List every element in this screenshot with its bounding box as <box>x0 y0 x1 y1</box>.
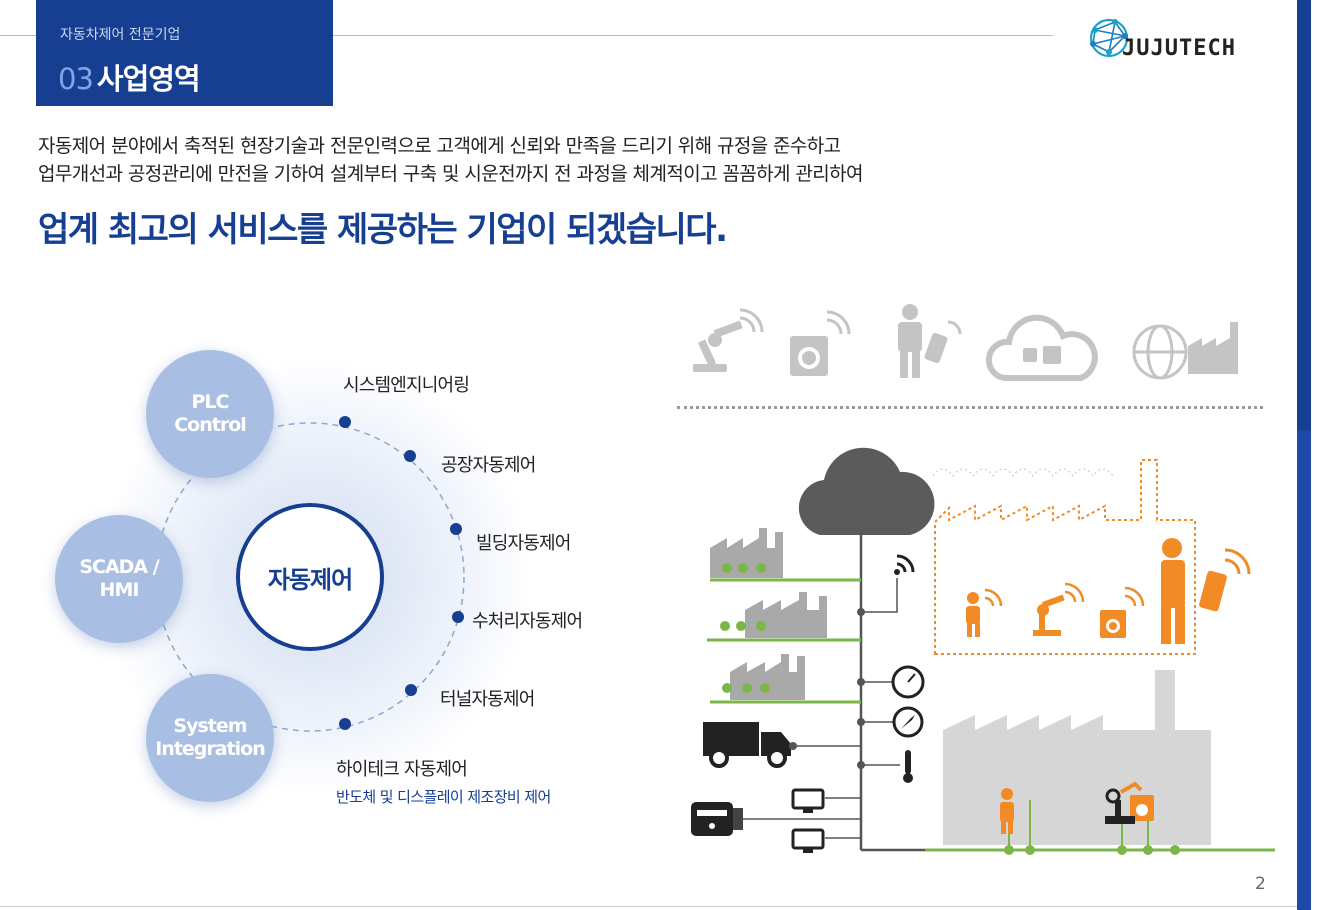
orbit-dot <box>339 718 351 730</box>
service-building-automation: 빌딩자동제어 <box>476 533 571 554</box>
section-title-text: 사업영역 <box>96 62 201 96</box>
node-plc-control: PLC Control <box>146 350 274 478</box>
intro-line-1: 자동제어 분야에서 축적된 현장기술과 전문인력으로 고객에게 신뢰와 만족을 … <box>38 135 841 157</box>
thermometer-icon <box>903 750 913 783</box>
factory-building <box>925 670 1275 855</box>
page-number: 2 <box>1255 874 1266 894</box>
monitor-icon <box>791 788 825 813</box>
server-icon <box>691 802 743 836</box>
footer-rule <box>0 906 1297 907</box>
side-accent-bar-lower <box>1297 430 1311 910</box>
header-rule <box>333 35 1053 36</box>
service-water-treatment: 수처리자동제어 <box>472 611 583 632</box>
factory-row-2 <box>707 592 861 642</box>
factory-row-3 <box>710 654 861 704</box>
smart-factory-illustration <box>691 447 1275 855</box>
service-tunnel-automation: 터널자동제어 <box>440 689 535 710</box>
monitor-icon <box>791 828 825 853</box>
truck-icon <box>703 722 791 768</box>
gauge-icon <box>891 665 925 699</box>
service-hightech-automation: 하이테크 자동제어 <box>336 759 468 780</box>
orbit-ring <box>155 416 465 732</box>
orbit-dot <box>450 523 462 535</box>
person-phone-icon <box>898 304 962 378</box>
intro-line-2: 업무개선과 공정관리에 만전을 기하여 설계부터 구축 및 시운전까지 전 과정… <box>38 163 863 185</box>
globe-factory-icon <box>1132 322 1238 380</box>
header-rule-left <box>0 35 36 36</box>
washer-wireless-icon <box>790 310 851 376</box>
orbit-dot <box>339 416 351 428</box>
section-header-box <box>36 0 333 106</box>
factory-row-1 <box>710 528 861 582</box>
wifi-icon <box>894 554 915 575</box>
robot-arm-wireless-icon <box>693 308 764 372</box>
service-hightech-detail: 반도체 및 디스플레이 제조장비 제어 <box>336 788 551 806</box>
orbit-dot <box>452 611 464 623</box>
network-globe-icon <box>1089 18 1129 58</box>
compass-icon <box>892 706 924 738</box>
cloud-devices-icon <box>985 314 1098 381</box>
cloud-icon <box>798 447 935 535</box>
orbit-dot <box>405 684 417 696</box>
service-system-engineering: 시스템엔지니어링 <box>343 375 470 396</box>
center-node: 자동제어 <box>236 503 384 651</box>
smart-factory-outline <box>932 459 1251 655</box>
iot-icon-row <box>693 304 1238 381</box>
section-number: 03 <box>58 62 94 96</box>
illustration-divider <box>677 406 1263 409</box>
logo-wordmark: JUJUTECH <box>1122 36 1236 61</box>
node-system-integration: System Integration <box>146 674 274 802</box>
company-tagline: 자동차제어 전문기업 <box>60 27 181 43</box>
node-scada-hmi: SCADA / HMI <box>55 515 183 643</box>
headline: 업계 최고의 서비스를 제공하는 기업이 되겠습니다. <box>38 210 728 250</box>
orbit-dot <box>404 450 416 462</box>
service-factory-automation: 공장자동제어 <box>441 455 536 476</box>
